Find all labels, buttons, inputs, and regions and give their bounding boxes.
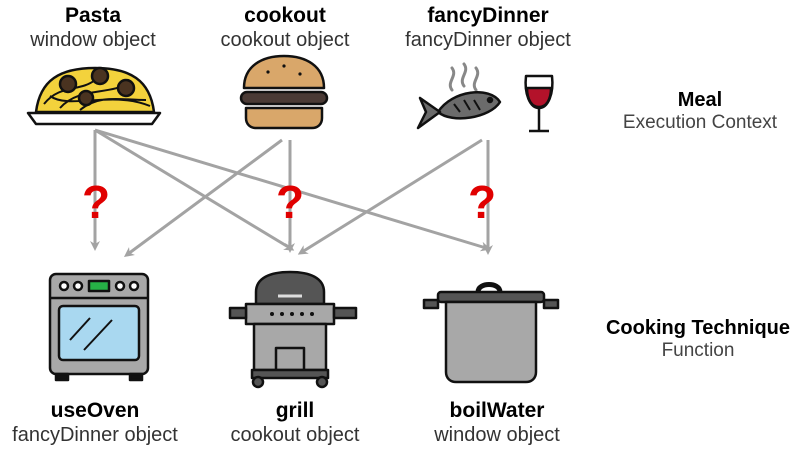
meal-title: Pasta	[64, 4, 122, 27]
grill-icon	[228, 270, 358, 389]
technique-title: useOven	[50, 399, 140, 422]
meal-title: fancyDinner	[427, 4, 549, 27]
arrow-fancydinner-to-grill	[297, 138, 483, 255]
fish-and-wine-icon	[416, 62, 554, 133]
row-label-technique: Cooking Technique Function	[596, 316, 800, 363]
meal-subtitle: window object	[30, 29, 156, 52]
technique-title: boilWater	[449, 399, 545, 422]
oven-icon	[48, 272, 150, 382]
burger-icon	[239, 54, 329, 130]
arrow-cookout-to-useoven	[123, 138, 283, 257]
fish-icon	[416, 91, 502, 130]
technique-subtitle: fancyDinner object	[12, 424, 178, 447]
meal-title: cookout	[244, 4, 326, 27]
question-mark: ?	[276, 176, 304, 228]
row-subtitle: Execution Context	[622, 112, 778, 133]
wine-glass-icon	[524, 74, 554, 133]
question-mark: ?	[468, 176, 496, 228]
row-title: Meal	[677, 89, 723, 111]
pasta-plate-icon	[26, 66, 162, 126]
row-title: Cooking Technique	[605, 317, 791, 339]
technique-useoven-label: useOven fancyDinner object	[0, 398, 190, 447]
arrow-pasta-to-grill	[94, 128, 295, 251]
meal-fancydinner-label: fancyDinner fancyDinner object	[388, 3, 588, 52]
row-label-meal: Meal Execution Context	[600, 88, 800, 135]
arrows	[90, 128, 493, 257]
technique-subtitle: window object	[434, 424, 560, 447]
row-subtitle: Function	[661, 340, 735, 361]
stock-pot-icon	[422, 282, 560, 384]
meal-pasta-label: Pasta window object	[8, 3, 178, 52]
technique-boilwater-label: boilWater window object	[412, 398, 582, 447]
technique-subtitle: cookout object	[230, 424, 360, 447]
technique-title: grill	[275, 399, 315, 422]
meal-cookout-label: cookout cookout object	[200, 3, 370, 52]
meal-subtitle: cookout object	[220, 29, 350, 52]
meal-subtitle: fancyDinner object	[405, 29, 571, 52]
technique-grill-label: grill cookout object	[210, 398, 380, 447]
steam-icon	[448, 62, 480, 92]
question-mark: ?	[82, 176, 110, 228]
